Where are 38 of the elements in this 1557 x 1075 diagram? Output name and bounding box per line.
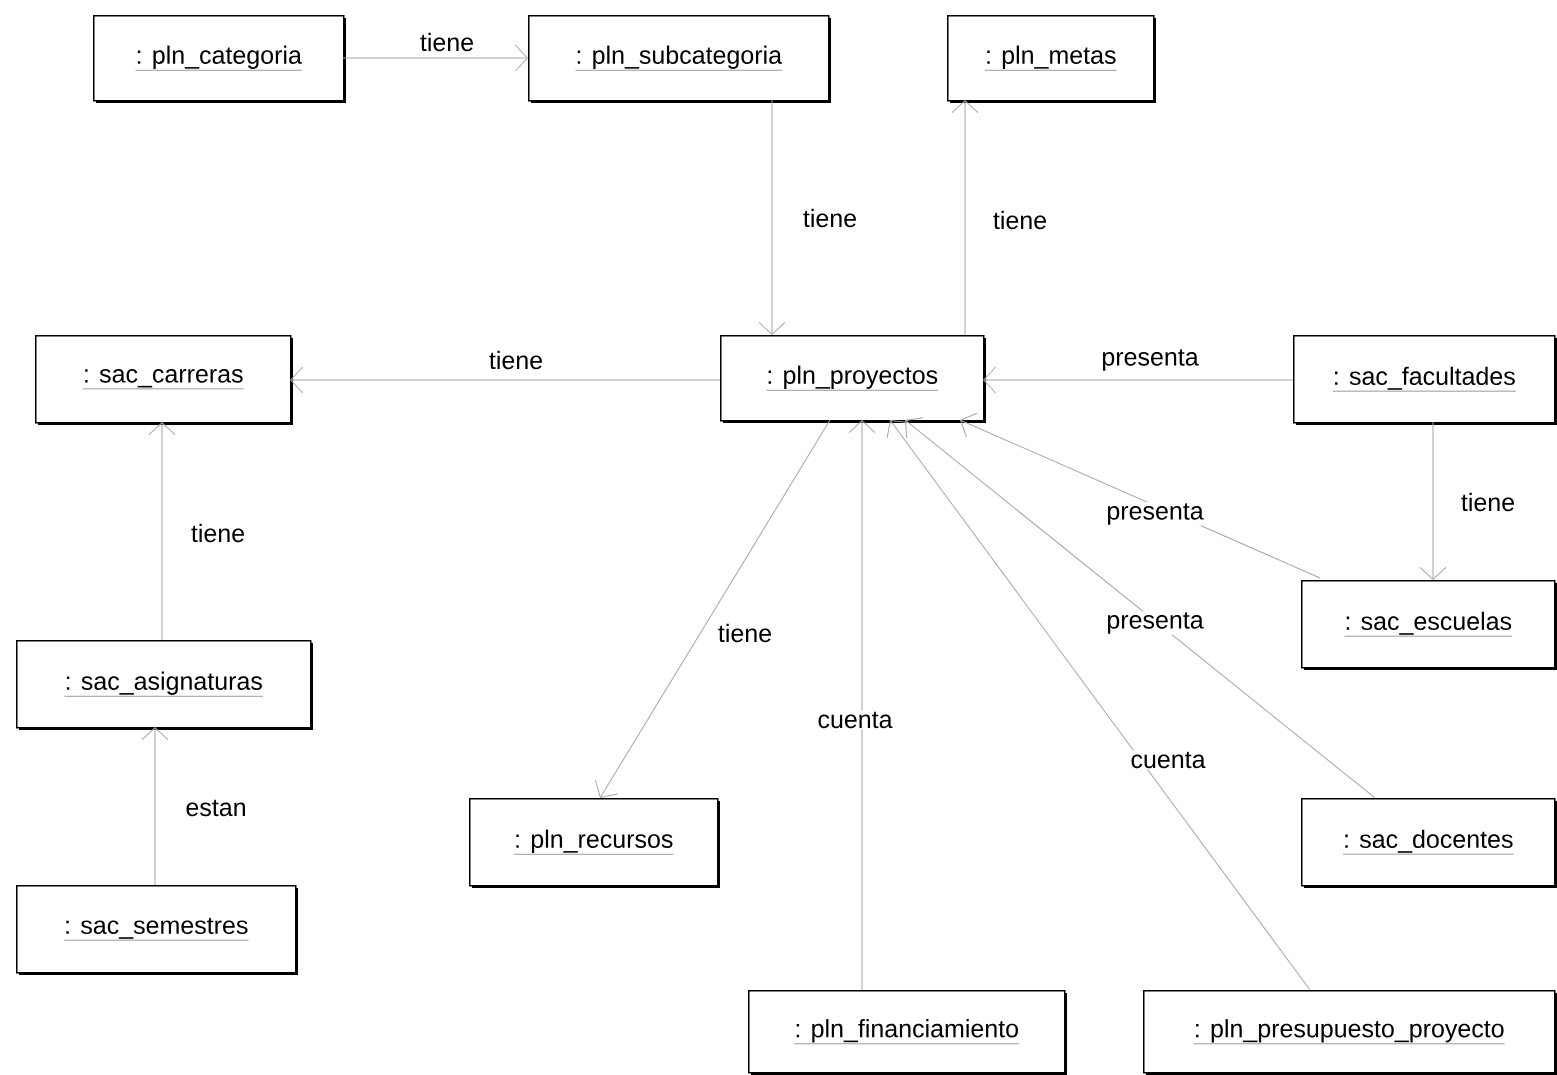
edge-label: tiene [189,522,247,544]
object-box: : pln_recursos [469,798,720,888]
edge-label: tiene [716,622,774,644]
object-box: : sac_asignaturas [16,640,313,730]
object-box: : pln_financiamiento [748,990,1067,1075]
arrow [983,366,1294,394]
edge-label: tiene [487,349,545,371]
arrow [951,100,979,336]
edge-label: tiene [418,31,476,53]
edge-label: estan [184,798,248,818]
arrow [290,366,721,394]
object-box: : pln_subcategoria [528,15,831,103]
edge-label: tiene [991,209,1049,231]
object-box: : sac_facultades [1293,335,1557,425]
arrow [595,419,831,798]
object-box: : pln_proyectos [720,335,986,423]
arrow [905,417,1376,799]
object-box: : sac_docentes [1301,798,1557,888]
arrow [342,44,528,72]
arrow [886,420,1311,991]
edge-label: tiene [1459,491,1517,513]
arrow [141,727,169,886]
edge-label: tiene [801,207,859,229]
object-box: : pln_metas [947,15,1156,103]
edge-label: cuenta [1129,750,1207,770]
edge-label: cuenta [816,710,894,730]
arrow [148,422,176,641]
arrow [848,420,876,991]
arrow [758,99,786,335]
object-box: : pln_categoria [93,15,346,103]
object-box: : pln_presupuesto_proyecto [1143,990,1557,1075]
edge-label: presenta [1105,502,1205,526]
object-box: : sac_carreras [35,335,293,425]
arrow [1419,421,1447,580]
object-box: : sac_escuelas [1301,580,1557,670]
object-box: : sac_semestres [16,885,298,975]
edge-label: presenta [1100,348,1200,372]
edge-label: presenta [1105,611,1205,635]
